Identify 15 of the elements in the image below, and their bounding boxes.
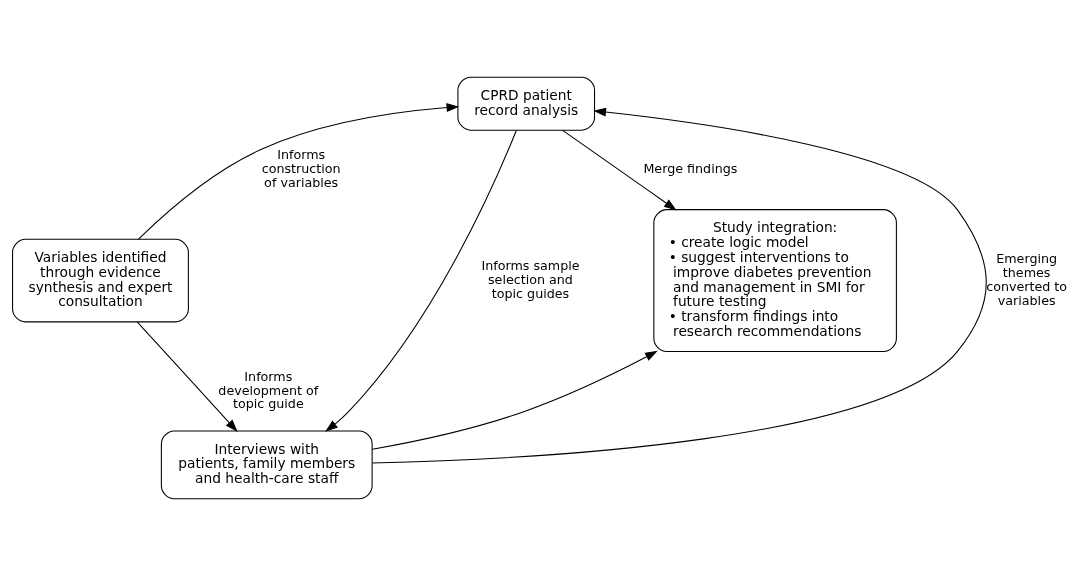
- node-box: CPRD patient record analysis: [457, 76, 596, 131]
- arrow: [325, 130, 517, 432]
- arrow: [136, 321, 238, 432]
- node-box: Study integration: • create logic model • suggest interventions to improve diabetes prevention and management in SMI for future testing • transform findings into research recommendations: [653, 209, 897, 353]
- edge-label: Informs sample selection and topic guides: [481, 258, 580, 301]
- edge-label: Emerging themes converted to variables: [986, 251, 1068, 308]
- edge-label: Merge findings: [643, 161, 738, 177]
- arrow: [562, 129, 677, 211]
- edge-label: Informs construction of variables: [261, 147, 341, 190]
- node-box: Variables identified through evidence synthesis and expert consultation: [12, 238, 189, 323]
- arrow: [371, 107, 987, 464]
- arrow: [138, 103, 460, 240]
- node-box: Interviews with patients, family members and health-care staff: [160, 430, 373, 500]
- arrow: [371, 350, 658, 450]
- edge-label: Informs development of topic guide: [218, 368, 319, 412]
